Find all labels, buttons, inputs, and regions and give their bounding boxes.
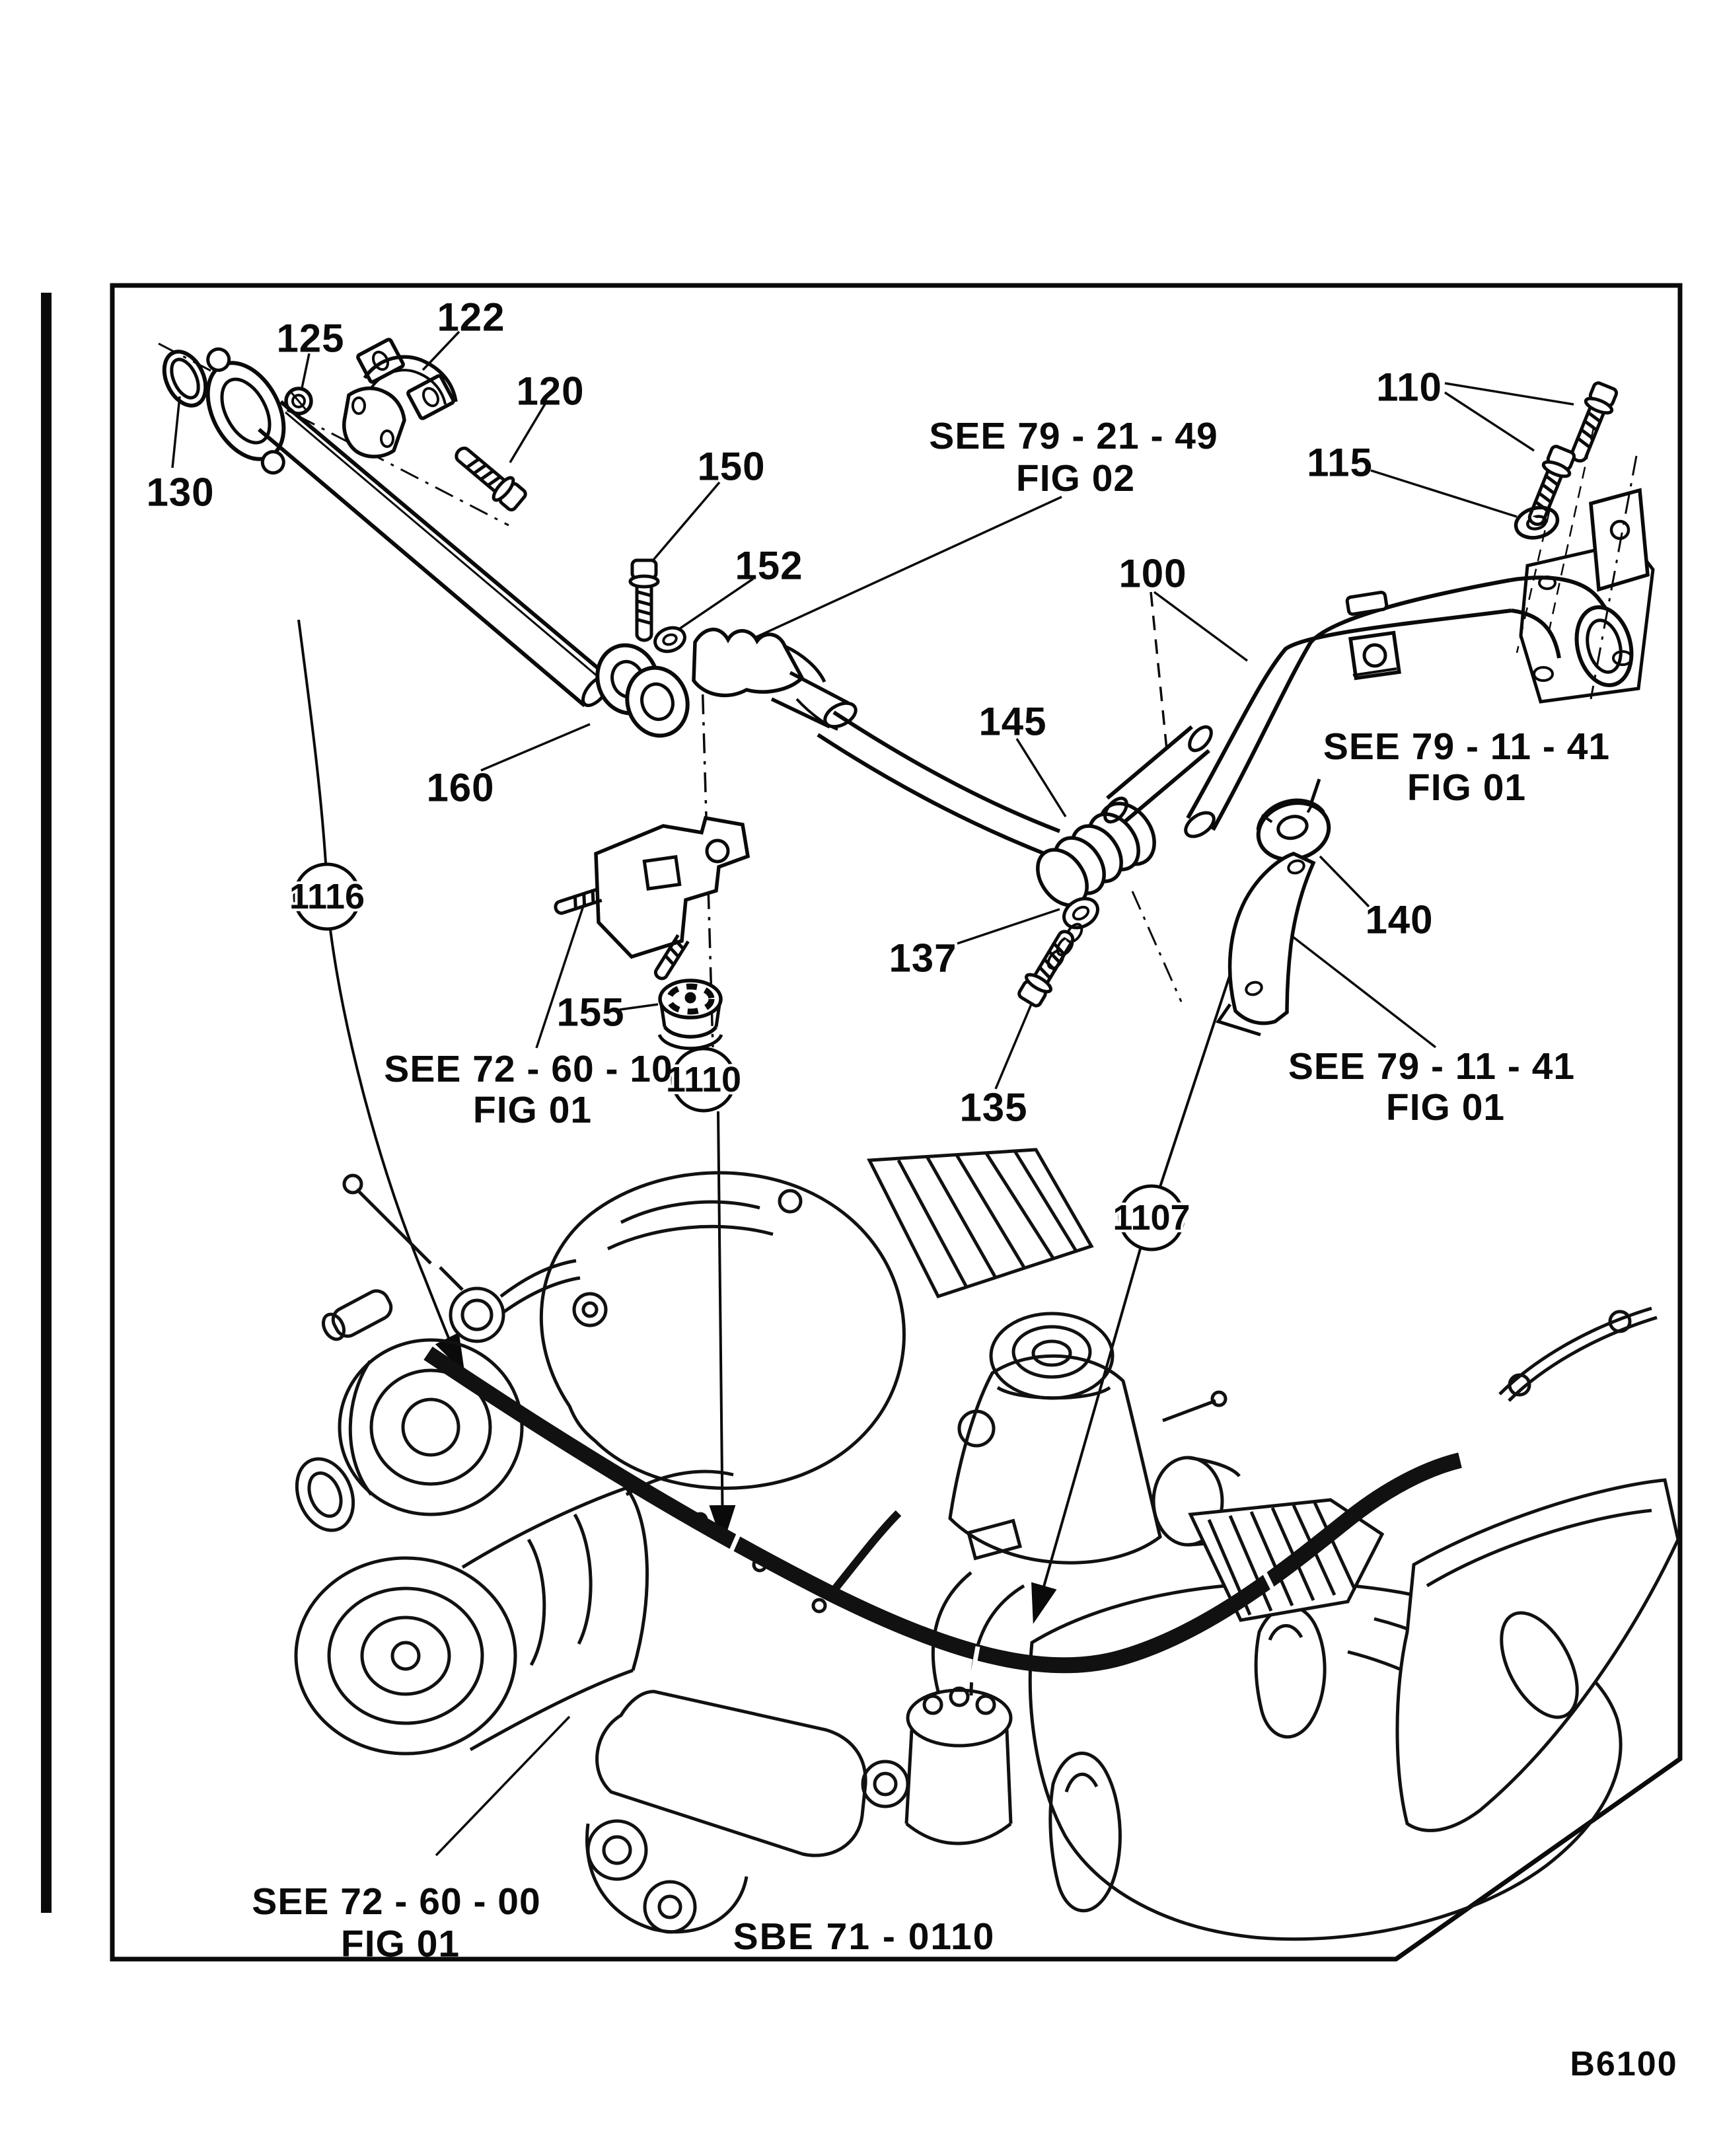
part-label-145: 145 <box>978 700 1046 744</box>
balloon-label-1107: 1107 <box>1113 1198 1190 1238</box>
intake-ribs <box>867 1148 1094 1299</box>
turbocharger <box>338 1338 524 1516</box>
bolt-150 <box>630 560 658 640</box>
figure-border <box>110 283 1683 1962</box>
reference-note-4-line2: FIG 01 <box>341 1923 460 1965</box>
part-label-130: 130 <box>146 470 214 515</box>
pipe-clip <box>1345 590 1389 616</box>
part-label-100: 100 <box>1118 552 1187 596</box>
reference-note-1-line2: FIG 01 <box>1407 766 1526 809</box>
carburetor-body <box>948 1354 1162 1565</box>
converter-shell <box>294 1556 517 1756</box>
engine-illustration <box>294 1148 1680 1941</box>
middle-pipe <box>817 710 1061 857</box>
rear-pipe-group <box>1103 578 1512 1037</box>
reference-note-2-line2: FIG 01 <box>473 1089 592 1131</box>
drawing-code: SBE 71 - 0110 <box>733 1915 996 1958</box>
pipe-coupling-group <box>1016 801 1183 1008</box>
dipstick <box>355 1188 432 1265</box>
part-label-160: 160 <box>426 766 494 810</box>
part-label-115: 115 <box>1307 441 1373 485</box>
reference-note-2-line1: SEE 72 - 60 - 10 <box>384 1048 673 1090</box>
elbow-flange <box>1574 605 1634 688</box>
washer-152 <box>653 626 686 653</box>
mounting-bracket-plate <box>1589 488 1650 592</box>
wastegate-actuator <box>331 1289 393 1338</box>
starter-motor <box>595 1690 867 1857</box>
reference-note-3-line1: SEE 79 - 11 - 41 <box>1288 1045 1575 1088</box>
reference-note-0-line2: FIG 02 <box>1016 457 1135 500</box>
rubber-mount-155 <box>657 979 723 1051</box>
part-label-125: 125 <box>276 316 344 361</box>
part-label-135: 135 <box>959 1086 1027 1130</box>
front-pipe-flange-group <box>158 338 610 708</box>
part-label-140: 140 <box>1365 898 1433 942</box>
support-bracket-arm <box>1216 852 1316 1037</box>
heat-shield-large <box>1395 1478 1680 1832</box>
installed-front-pipe <box>423 1347 1462 1674</box>
page-code: B6100 <box>1570 2045 1677 2083</box>
flange-clamp-half <box>342 386 406 459</box>
clamp-bracket-122 <box>356 338 458 420</box>
part-label-150: 150 <box>697 445 765 489</box>
part-label-137: 137 <box>889 936 957 981</box>
stud-left <box>554 888 602 916</box>
hanger-bracket-group <box>554 815 751 1051</box>
part-label-152: 152 <box>735 544 803 588</box>
gasket-ring-130 <box>162 350 208 408</box>
balloon-label-1116: 1116 <box>289 877 365 916</box>
reference-note-1-line1: SEE 79 - 11 - 41 <box>1323 725 1610 768</box>
corrugated-saddle-152 <box>692 627 858 731</box>
part-label-122: 122 <box>437 295 505 340</box>
part-label-155: 155 <box>556 990 624 1035</box>
pipe-clamp-group <box>589 560 1061 857</box>
leader-lines <box>171 330 1574 1857</box>
balloon-circle-1107 <box>1118 1184 1185 1251</box>
part-label-110: 110 <box>1376 365 1442 410</box>
egr-port <box>449 1286 505 1343</box>
reference-note-4-line1: SEE 72 - 60 - 00 <box>252 1880 540 1923</box>
balloon-label-layer: 1116 1110 1107 <box>287 862 1193 1251</box>
washer-137 <box>1062 897 1099 930</box>
reference-note-3-line2: FIG 01 <box>1386 1086 1505 1129</box>
part-label-120: 120 <box>516 369 584 414</box>
pipe-hanger-bracket <box>1348 630 1401 681</box>
distributor-cap <box>906 1688 1013 1748</box>
binding-edge-bar <box>41 293 52 1913</box>
reference-note-0-line1: SEE 79 - 21 - 49 <box>929 415 1218 457</box>
front-exhaust-pipe <box>258 400 610 708</box>
balloon-circle-1116 <box>293 862 361 931</box>
rear-elbow-group <box>1510 381 1655 704</box>
balloon-label-1110: 1110 <box>666 1060 741 1099</box>
balloon-circle-1110 <box>671 1047 737 1113</box>
